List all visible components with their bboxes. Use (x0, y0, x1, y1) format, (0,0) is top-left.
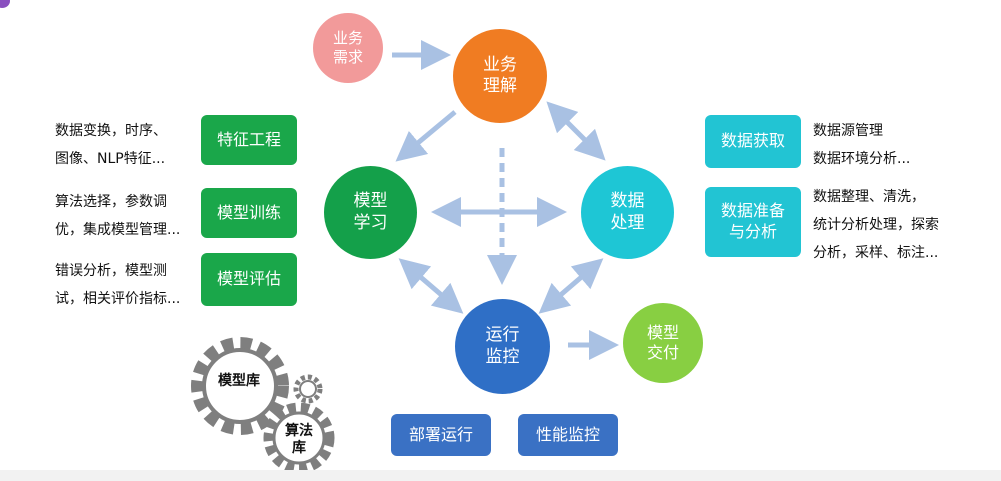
note-data-acquisition: 数据源管理 数据环境分析... (813, 123, 911, 167)
gear-algorithm-library-icon (263, 402, 335, 474)
note-data-preparation: 数据整理、清洗， 统计分析处理，探索 分析，采样、标注... (813, 189, 939, 261)
node-model-delivery: 模型 交付 (623, 303, 703, 383)
note-model-training: 算法选择，参数调 优，集成模型管理... (55, 194, 181, 238)
node-business-requirement: 业务 需求 (313, 13, 383, 83)
node-data-processing: 数据 处理 (581, 166, 674, 259)
node-model-learning: 模型 学习 (324, 166, 417, 259)
arrow-xuexi-jiankong (398, 258, 464, 314)
gear-model-library-label: 模型库 (218, 373, 260, 389)
box-model-evaluation-label: 模型评估 (216, 269, 281, 289)
bottom-strip (0, 470, 1001, 481)
node-operation-monitoring-label: 运行 监控 (485, 325, 520, 367)
box-data-acquisition-label: 数据获取 (720, 131, 785, 151)
gear-model-library-icon (191, 337, 289, 435)
node-business-understanding: 业务 理解 (453, 29, 547, 123)
node-model-learning-label: 模型 学习 (353, 191, 388, 233)
corner-decoration (0, 0, 10, 8)
arrow-lijie-chuli (546, 101, 606, 161)
box-feature-engineering-label: 特征工程 (216, 129, 281, 149)
node-model-delivery-label: 模型 交付 (646, 323, 679, 362)
gear-small-icon (293, 374, 323, 404)
node-operation-monitoring: 运行 监控 (455, 299, 550, 394)
arrow-lijie-to-xuexi (395, 110, 457, 162)
box-data-preparation-label: 数据准备 与分析 (720, 201, 785, 241)
box-data-preparation: 数据准备 与分析 (705, 187, 801, 257)
box-deployment: 部署运行 (391, 414, 491, 456)
node-business-requirement-label: 业务 需求 (332, 29, 363, 66)
box-data-acquisition: 数据获取 (705, 115, 801, 168)
arrow-jiankong-chuli (538, 258, 604, 314)
note-feature-engineering: 数据变换，时序、 图像、NLP特征... (55, 123, 167, 167)
box-feature-engineering: 特征工程 (201, 115, 297, 165)
box-model-training-label: 模型训练 (216, 202, 281, 222)
gear-algorithm-library-label: 算法 库 (285, 423, 313, 456)
box-performance-monitoring-label: 性能监控 (535, 424, 600, 444)
node-business-understanding-label: 业务 理解 (483, 54, 517, 96)
box-deployment-label: 部署运行 (408, 424, 473, 444)
box-performance-monitoring: 性能监控 (518, 414, 618, 456)
box-model-training: 模型训练 (201, 188, 297, 238)
box-model-evaluation: 模型评估 (201, 253, 297, 306)
note-model-evaluation: 错误分析，模型测 试，相关评价指标... (55, 263, 181, 307)
node-data-processing-label: 数据 处理 (610, 191, 645, 233)
